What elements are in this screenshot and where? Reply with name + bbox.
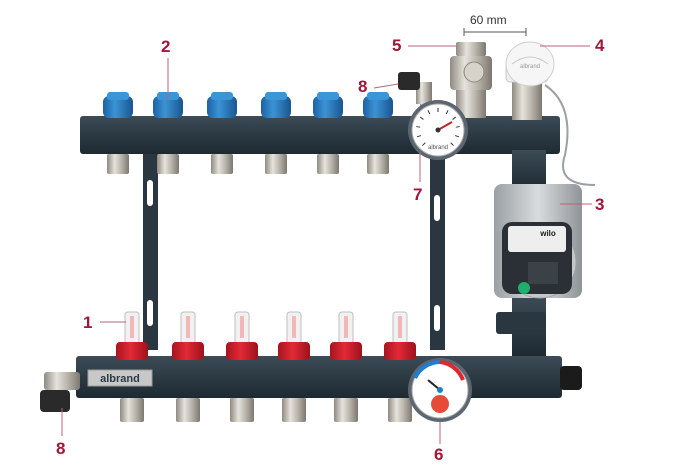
flow-meter-1: [116, 311, 148, 360]
gauge-brand: albrand: [428, 145, 448, 151]
top-fitting-5: [317, 154, 339, 174]
gauge-tick: [416, 126, 421, 128]
bottom-outlet-fittings: [120, 398, 412, 422]
flow-meter-5: [330, 311, 362, 360]
circulation-pump-icon: wilo: [494, 184, 582, 299]
top-fitting-1: [107, 154, 129, 174]
brand-plate: albrand: [100, 373, 140, 385]
flow-meter-3: [226, 311, 258, 360]
bottom-fitting-6: [388, 398, 412, 422]
callout-7: 7: [413, 185, 423, 204]
mounting-brackets: [143, 150, 445, 350]
gauge-tick: [419, 116, 424, 120]
top-outlet-fittings: [107, 154, 389, 174]
bottom-fitting-4: [282, 398, 306, 422]
thermometer-gauge-icon: [408, 358, 472, 422]
gauge-tick: [445, 110, 449, 115]
callout-8-top: 8: [358, 77, 368, 96]
flow-meter-2: [172, 311, 204, 360]
top-fitting-4: [265, 154, 287, 174]
flow-meters: [116, 311, 416, 360]
gauge-tick: [427, 110, 431, 115]
callout-3: 3: [595, 195, 605, 214]
pump-connection-pipe: [496, 150, 546, 356]
callout-leaders: [61, 45, 592, 444]
callout-2: 2: [161, 37, 171, 56]
bottom-fitting-1: [120, 398, 144, 422]
flow-meter-4: [278, 311, 310, 360]
top-fitting-2: [157, 154, 179, 174]
callout-6: 6: [434, 445, 444, 464]
callout-5: 5: [392, 36, 402, 55]
top-fitting-6: [367, 154, 389, 174]
blue-cap-5: [313, 92, 343, 118]
isolation-valve: [450, 42, 492, 118]
pressure-gauge-icon: albrand: [408, 100, 468, 160]
bottom-fitting-3: [230, 398, 254, 422]
blue-valve-caps: [103, 92, 393, 118]
callout-1: 1: [83, 313, 93, 332]
thermostat-head-icon: albrand: [505, 41, 596, 186]
callout-4: 4: [595, 36, 605, 55]
supply-manifold-bar: [80, 116, 560, 154]
gauge-tick: [422, 142, 426, 146]
bottom-fitting-2: [176, 398, 200, 422]
gauge-tick: [455, 126, 460, 128]
blue-cap-1: [103, 92, 133, 118]
fill-drain-valve: [40, 372, 80, 412]
gauge-tick: [452, 116, 457, 120]
pump-brand: wilo: [539, 229, 556, 238]
dimension-marker: [463, 28, 527, 36]
blue-cap-6: [363, 92, 393, 118]
gauge-tick: [450, 142, 454, 146]
flow-meter-6: [384, 311, 416, 360]
dimension-label: 60 mm: [470, 13, 507, 27]
gauge-tick: [454, 135, 460, 138]
return-manifold-bar: albrand: [76, 356, 582, 398]
blue-cap-4: [261, 92, 291, 118]
gauge-tick: [416, 135, 422, 138]
bottom-fitting-5: [334, 398, 358, 422]
callout-8-bottom: 8: [56, 439, 66, 458]
blue-cap-3: [207, 92, 237, 118]
top-fitting-3: [211, 154, 233, 174]
thermostat-brand: albrand: [520, 64, 540, 70]
